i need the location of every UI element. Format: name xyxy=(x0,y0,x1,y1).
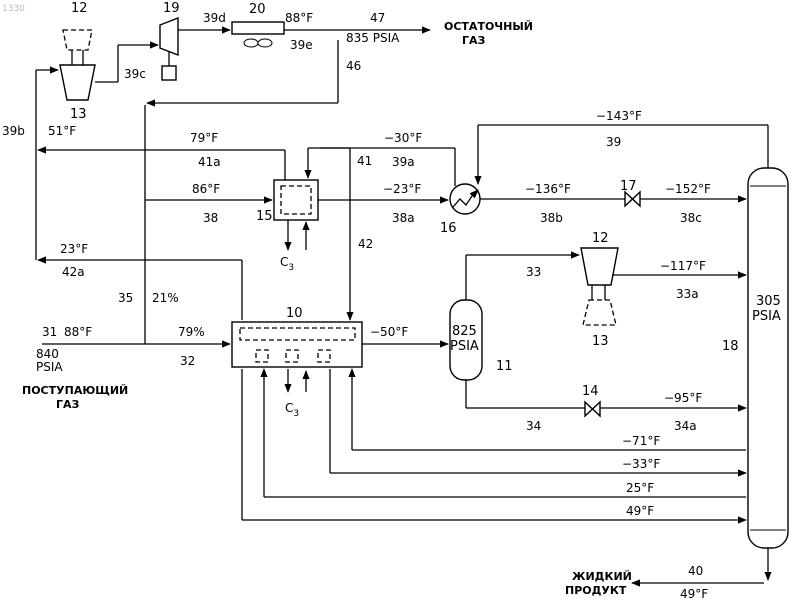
temp-minus30: −30°F xyxy=(384,131,422,145)
label-42a: 42a xyxy=(62,265,85,279)
temp-minus95: −95°F xyxy=(664,391,702,405)
label-39e: 39e xyxy=(290,38,313,52)
label-12-top: 12 xyxy=(71,1,88,16)
label-14: 14 xyxy=(582,384,599,399)
label-42: 42 xyxy=(358,237,373,251)
temp-minus33: −33°F xyxy=(622,457,660,471)
label-39: 39 xyxy=(606,135,621,149)
exchanger-16 xyxy=(450,184,480,214)
label-psia-feed: PSIA xyxy=(36,360,63,374)
temp-minus23: −23°F xyxy=(383,182,421,196)
temp-minus136: −136°F xyxy=(525,182,571,196)
label-47: 47 xyxy=(370,11,385,25)
temp-51: 51°F xyxy=(48,124,76,138)
heat-exchanger-15 xyxy=(274,180,318,220)
label-35: 35 xyxy=(118,291,133,305)
feed-gas-line2: ГАЗ xyxy=(56,398,80,411)
compressor-19 xyxy=(160,18,178,80)
temp-25: 25°F xyxy=(626,481,654,495)
label-40: 40 xyxy=(688,564,703,578)
label-18: 18 xyxy=(722,339,739,354)
label-11: 11 xyxy=(496,359,513,374)
label-15: 15 xyxy=(256,209,273,224)
label-41: 41 xyxy=(357,154,372,168)
temp-minus117: −117°F xyxy=(660,259,706,273)
feed-gas-line1: ПОСТУПАЮЩИЙ xyxy=(22,384,128,397)
label-34: 34 xyxy=(526,419,541,433)
label-20: 20 xyxy=(249,2,266,17)
corner-id: 1330 xyxy=(2,4,25,14)
temp-minus143: −143°F xyxy=(596,109,642,123)
c3-10: C3 xyxy=(285,401,299,419)
label-10: 10 xyxy=(286,306,303,321)
label-psia-11: PSIA xyxy=(450,339,479,354)
label-31: 31 xyxy=(42,325,57,339)
label-33: 33 xyxy=(526,265,541,279)
heat-exchanger-10 xyxy=(232,322,362,367)
label-38c: 38c xyxy=(680,211,702,225)
label-39a: 39a xyxy=(392,155,415,169)
label-13-mid: 13 xyxy=(592,334,609,349)
label-32: 32 xyxy=(180,354,195,368)
liquid-product-line2: ПРОДУКТ xyxy=(565,584,627,597)
temp-49-product: 49°F xyxy=(680,587,708,601)
temp-23-42a: 23°F xyxy=(60,242,88,256)
expander-13-top xyxy=(60,30,95,100)
split-79: 79% xyxy=(178,325,205,339)
label-psia-18: PSIA xyxy=(752,309,781,324)
label-41a: 41a xyxy=(198,155,221,169)
valve-14 xyxy=(585,402,600,416)
label-825: 825 xyxy=(452,324,477,339)
liquid-product-line1: ЖИДКИЙ xyxy=(572,570,632,583)
label-38: 38 xyxy=(203,211,218,225)
label-39b: 39b xyxy=(2,124,25,138)
label-38b: 38b xyxy=(540,211,563,225)
pressure-840: 840 xyxy=(36,347,59,361)
c3-15: C3 xyxy=(280,255,294,273)
column-18 xyxy=(748,168,788,548)
label-16: 16 xyxy=(440,221,457,236)
temp-79: 79°F xyxy=(190,131,218,145)
label-38a: 38a xyxy=(392,211,415,225)
label-34a: 34a xyxy=(674,419,697,433)
label-39d: 39d xyxy=(203,11,226,25)
label-33a: 33a xyxy=(676,287,699,301)
temp-86: 86°F xyxy=(192,182,220,196)
temp-88-out: 88°F xyxy=(285,11,313,25)
label-19: 19 xyxy=(163,1,180,16)
temp-49: 49°F xyxy=(626,504,654,518)
temp-88-feed: 88°F xyxy=(64,325,92,339)
temp-minus71: −71°F xyxy=(622,434,660,448)
air-cooler-20 xyxy=(232,22,284,47)
label-12-mid: 12 xyxy=(592,231,609,246)
temp-minus50: −50°F xyxy=(370,325,408,339)
label-39c: 39c xyxy=(124,67,146,81)
pressure-835: 835 PSIA xyxy=(346,31,400,45)
residue-gas-line1: ОСТАТОЧНЫЙ xyxy=(444,20,533,33)
valve-17 xyxy=(625,192,640,206)
label-305: 305 xyxy=(756,294,781,309)
temp-minus152: −152°F xyxy=(665,182,711,196)
label-46: 46 xyxy=(346,59,361,73)
label-17: 17 xyxy=(620,179,637,194)
label-13-top: 13 xyxy=(70,107,87,122)
residue-gas-line2: ГАЗ xyxy=(462,34,486,47)
expander-12-mid xyxy=(581,248,618,325)
split-21: 21% xyxy=(152,291,179,305)
